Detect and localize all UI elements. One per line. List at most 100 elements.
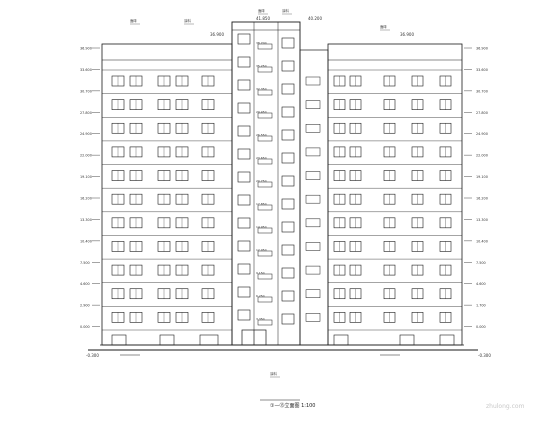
core-window [281, 221, 295, 233]
core-slit [257, 296, 273, 303]
material-note: 面砖 [258, 8, 265, 13]
material-note: 面砖 [380, 24, 387, 29]
level-right-label: 33.600 [476, 68, 488, 72]
level-left-label: 33.600 [80, 68, 92, 72]
level-left-label: 22.000 [80, 154, 92, 158]
core-window [281, 106, 295, 118]
connector-window [305, 218, 321, 228]
core-slit [257, 43, 273, 50]
drawing-caption: ①—⑬立面图 1:100 [270, 402, 315, 409]
core-window [237, 79, 251, 91]
connector-window [305, 242, 321, 251]
connector-window [305, 194, 321, 204]
core-slit [257, 158, 273, 165]
core-slit [257, 204, 273, 211]
core-window [237, 194, 251, 206]
connector-window [305, 289, 321, 298]
connector-window [305, 100, 321, 109]
ground-window [199, 334, 219, 346]
core-window [237, 125, 251, 137]
core-slit [257, 66, 273, 73]
connector-window [305, 147, 321, 157]
level-right-label: 36.900 [476, 47, 488, 51]
stair-level-label: 35.250 [256, 64, 267, 68]
level-left-label: 30.700 [80, 89, 92, 93]
connector-window [305, 124, 321, 133]
core-slit [257, 89, 273, 96]
stair-level-label: 20.750 [256, 179, 267, 183]
core-slit [257, 227, 273, 234]
stair-level-label: 32.350 [256, 87, 267, 91]
level-left-label: 0.000 [80, 325, 90, 329]
core-window [237, 240, 251, 252]
level-right-label: 30.700 [476, 89, 488, 93]
ground-window [399, 334, 415, 346]
material-note: 涂料 [184, 18, 191, 23]
core-slit [257, 273, 273, 280]
core-window [237, 217, 251, 229]
core-window [237, 102, 251, 114]
material-note: 面砖 [130, 18, 137, 23]
ground-window [159, 334, 175, 346]
top-level-left: 41.850 [256, 16, 270, 21]
connector-window [305, 171, 321, 180]
level-left-label: 7.500 [80, 261, 90, 265]
connector-window [305, 265, 321, 275]
level-left-label: 36.900 [80, 47, 92, 51]
stair-core-outline [231, 21, 301, 346]
roof-level-right: 36.900 [400, 32, 414, 37]
core-slit [257, 250, 273, 257]
level-left-label: 24.900 [80, 132, 92, 136]
text-labels: 面砖涂料面砖涂料面砖涂料 [120, 8, 400, 401]
core-window [237, 33, 251, 45]
level-right-label: 13.300 [476, 218, 488, 222]
core-window [281, 37, 295, 49]
level-right-label: 19.100 [476, 175, 488, 179]
stair-level-label: 23.650 [256, 156, 267, 160]
level-left-label: 2.900 [80, 304, 90, 308]
level-right-label: 10.400 [476, 239, 488, 243]
core-slit [257, 135, 273, 142]
core-window [281, 60, 295, 72]
stair-level-label: 17.850 [256, 202, 267, 206]
stair-level-label: 14.950 [256, 225, 267, 229]
core-window [281, 313, 295, 325]
stair-level-label: 26.550 [256, 133, 267, 137]
ground-window [111, 334, 127, 346]
level-right-label: 27.800 [476, 111, 488, 115]
core-window [237, 286, 251, 298]
stair-level-label: 38.700 [256, 41, 267, 45]
core-window [281, 83, 295, 95]
level-left-label: 10.400 [80, 239, 92, 243]
core-window [237, 263, 251, 275]
core-connector-outline [299, 49, 329, 346]
level-left-label: 19.100 [80, 175, 92, 179]
window-grid [111, 33, 455, 346]
core-window [281, 175, 295, 187]
level-right-label: 1.700 [476, 304, 486, 308]
level-right-label: 24.900 [476, 132, 488, 136]
level-right-label: 4.600 [476, 282, 486, 286]
material-note: 涂料 [282, 8, 289, 13]
stair-level-label: 12.050 [256, 248, 267, 252]
ground-level-right: -0.300 [478, 353, 491, 358]
watermark: zhulong.com [486, 403, 525, 410]
core-window [237, 309, 251, 321]
core-window [281, 152, 295, 164]
left-wing-outline [101, 43, 233, 346]
stair-level-label: 9.150 [256, 271, 265, 275]
roof-level-left: 36.900 [210, 32, 224, 37]
connector-window [305, 313, 321, 322]
core-window [237, 56, 251, 68]
level-left-label: 4.600 [80, 282, 90, 286]
core-slit [257, 181, 273, 188]
core-slit [257, 112, 273, 119]
core-window [237, 148, 251, 160]
core-window [281, 290, 295, 302]
material-note: 涂料 [270, 371, 277, 376]
level-left-label: 27.800 [80, 111, 92, 115]
level-right-label: 22.000 [476, 154, 488, 158]
core-window [281, 198, 295, 210]
